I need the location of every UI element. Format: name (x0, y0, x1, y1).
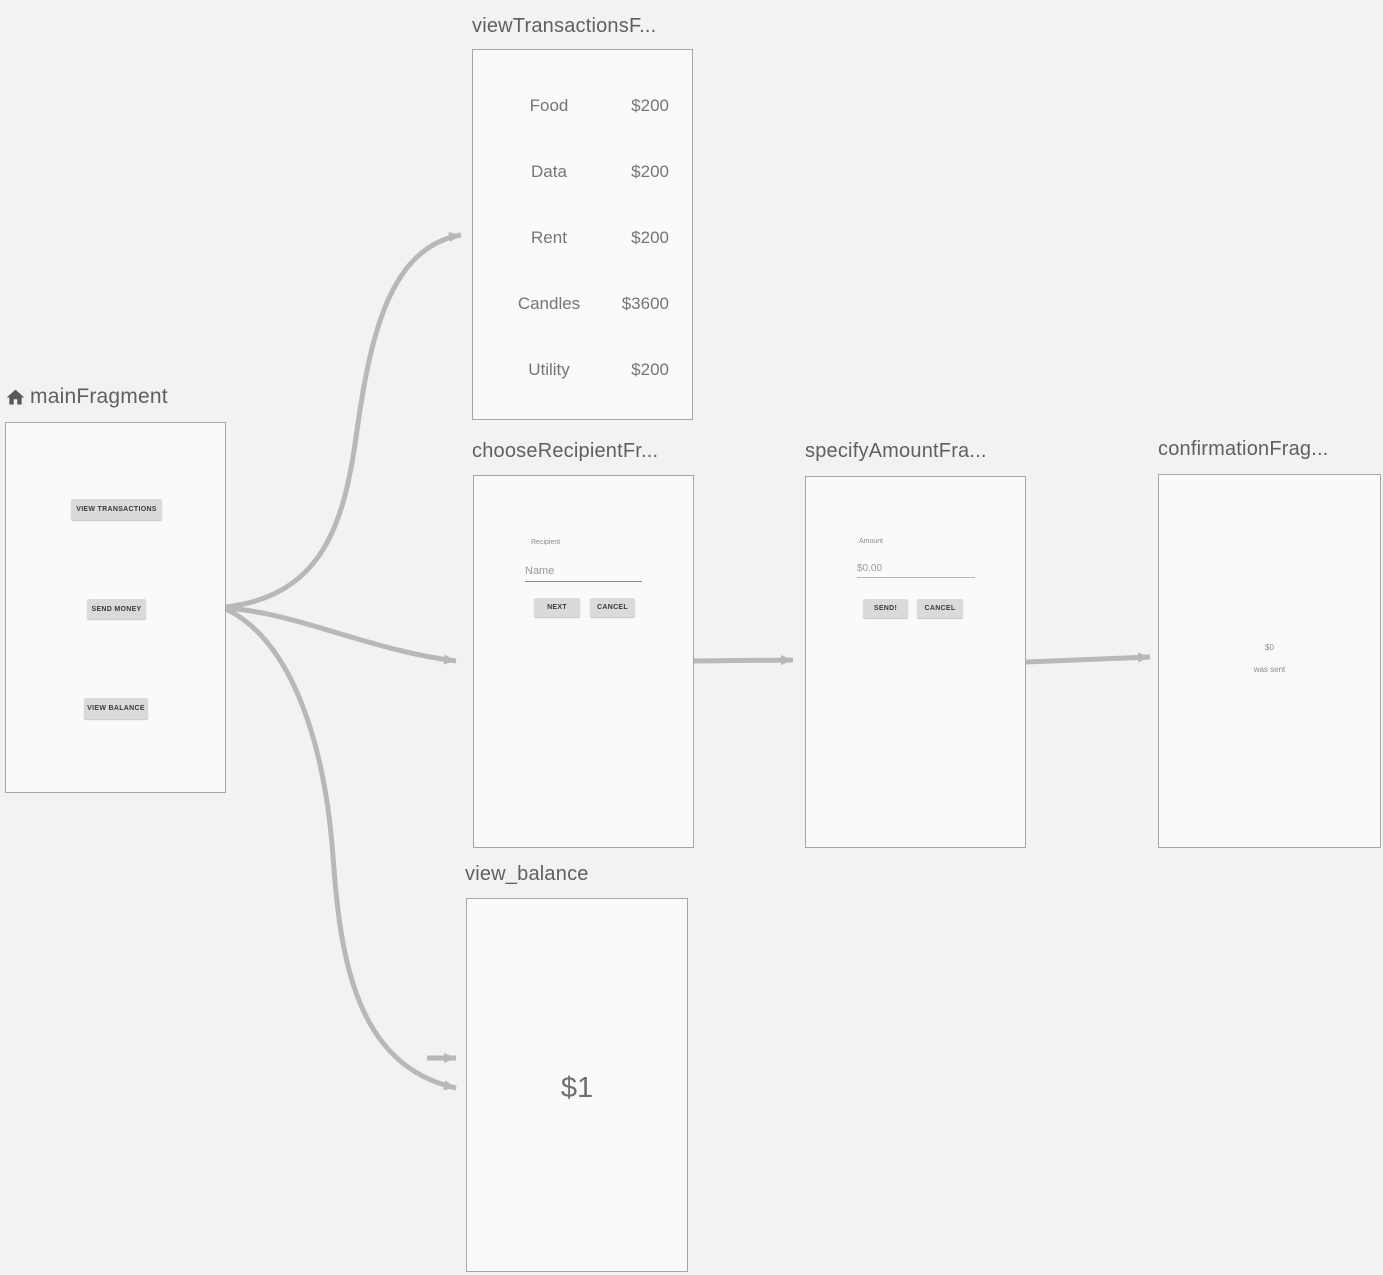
confirmation-message-text: was sent (1253, 665, 1286, 674)
transaction-label: Food (529, 96, 569, 115)
transaction-row: Data $200 (499, 162, 669, 182)
fragment-title-choose-recipient: chooseRecipientFr... (472, 440, 659, 462)
transaction-label: Utility (528, 360, 570, 379)
action-arrow-specify-amount-to-confirmation[interactable] (1025, 652, 1151, 665)
transaction-row: Rent $200 (499, 228, 669, 248)
fragment-card-specify-amount[interactable]: Amount $0.00 SEND! CANCEL (805, 476, 1026, 848)
amount-placeholder: $0.00 (857, 563, 883, 574)
preview-button-cancel: CANCEL (917, 599, 963, 618)
fragment-title-view-transactions: viewTransactionsF... (472, 15, 657, 37)
fragment-card-choose-recipient[interactable]: Recipient Name NEXT CANCEL (473, 475, 694, 848)
preview-button-cancel: CANCEL (590, 598, 635, 617)
transaction-label: Data (531, 162, 567, 181)
fragment-title-confirmation: confirmationFrag... (1158, 438, 1329, 460)
fragment-title-main-label: mainFragment (30, 385, 168, 408)
transaction-row: Candles $3600 (499, 294, 669, 314)
transaction-amount: $200 (631, 228, 669, 247)
amount-field-underline (857, 577, 975, 578)
fragment-card-confirmation[interactable]: $0 was sent (1158, 474, 1381, 848)
action-arrow-main-to-view-balance[interactable] (224, 606, 457, 1091)
fragment-card-view-transactions[interactable]: Food $200 Data $200 Rent $200 Candles $3… (472, 49, 693, 420)
fragment-card-main[interactable]: VIEW TRANSACTIONS SEND MONEY VIEW BALANC… (5, 422, 226, 793)
transaction-label: Rent (531, 228, 567, 247)
recipient-field-underline (525, 581, 642, 582)
fragment-title-view-balance: view_balance (465, 863, 589, 885)
transaction-row: Utility $200 (499, 360, 669, 380)
recipient-field-label: Recipient (531, 539, 561, 546)
recipient-name-placeholder: Name (525, 565, 555, 577)
fragment-title-specify-amount: specifyAmountFra... (805, 440, 987, 462)
fragment-card-view-balance[interactable]: $1 (466, 898, 688, 1272)
preview-button-send: SEND! (863, 599, 908, 618)
confirmation-amount-text: $0 (1265, 643, 1274, 652)
transaction-amount: $200 (631, 162, 669, 181)
amount-field-label: Amount (859, 538, 884, 545)
fragment-title-main: mainFragment (5, 385, 168, 409)
preview-button-send-money: SEND MONEY (87, 599, 146, 619)
action-arrow-main-to-choose-recipient[interactable] (225, 605, 457, 665)
transaction-label: Candles (517, 294, 581, 313)
preview-button-view-transactions: VIEW TRANSACTIONS (71, 499, 162, 520)
transaction-amount: $200 (631, 96, 669, 115)
transaction-amount: $200 (631, 360, 669, 379)
transaction-amount: $3600 (621, 294, 669, 313)
action-arrow-main-to-view-transactions[interactable] (225, 232, 462, 610)
preview-button-view-balance: VIEW BALANCE (84, 698, 148, 719)
home-icon (5, 387, 26, 408)
transaction-row: Food $200 (499, 96, 669, 116)
action-arrow-choose-recipient-to-specify-amount[interactable] (693, 655, 794, 666)
preview-button-next: NEXT (534, 598, 580, 617)
balance-amount-text: $1 (560, 1072, 594, 1104)
